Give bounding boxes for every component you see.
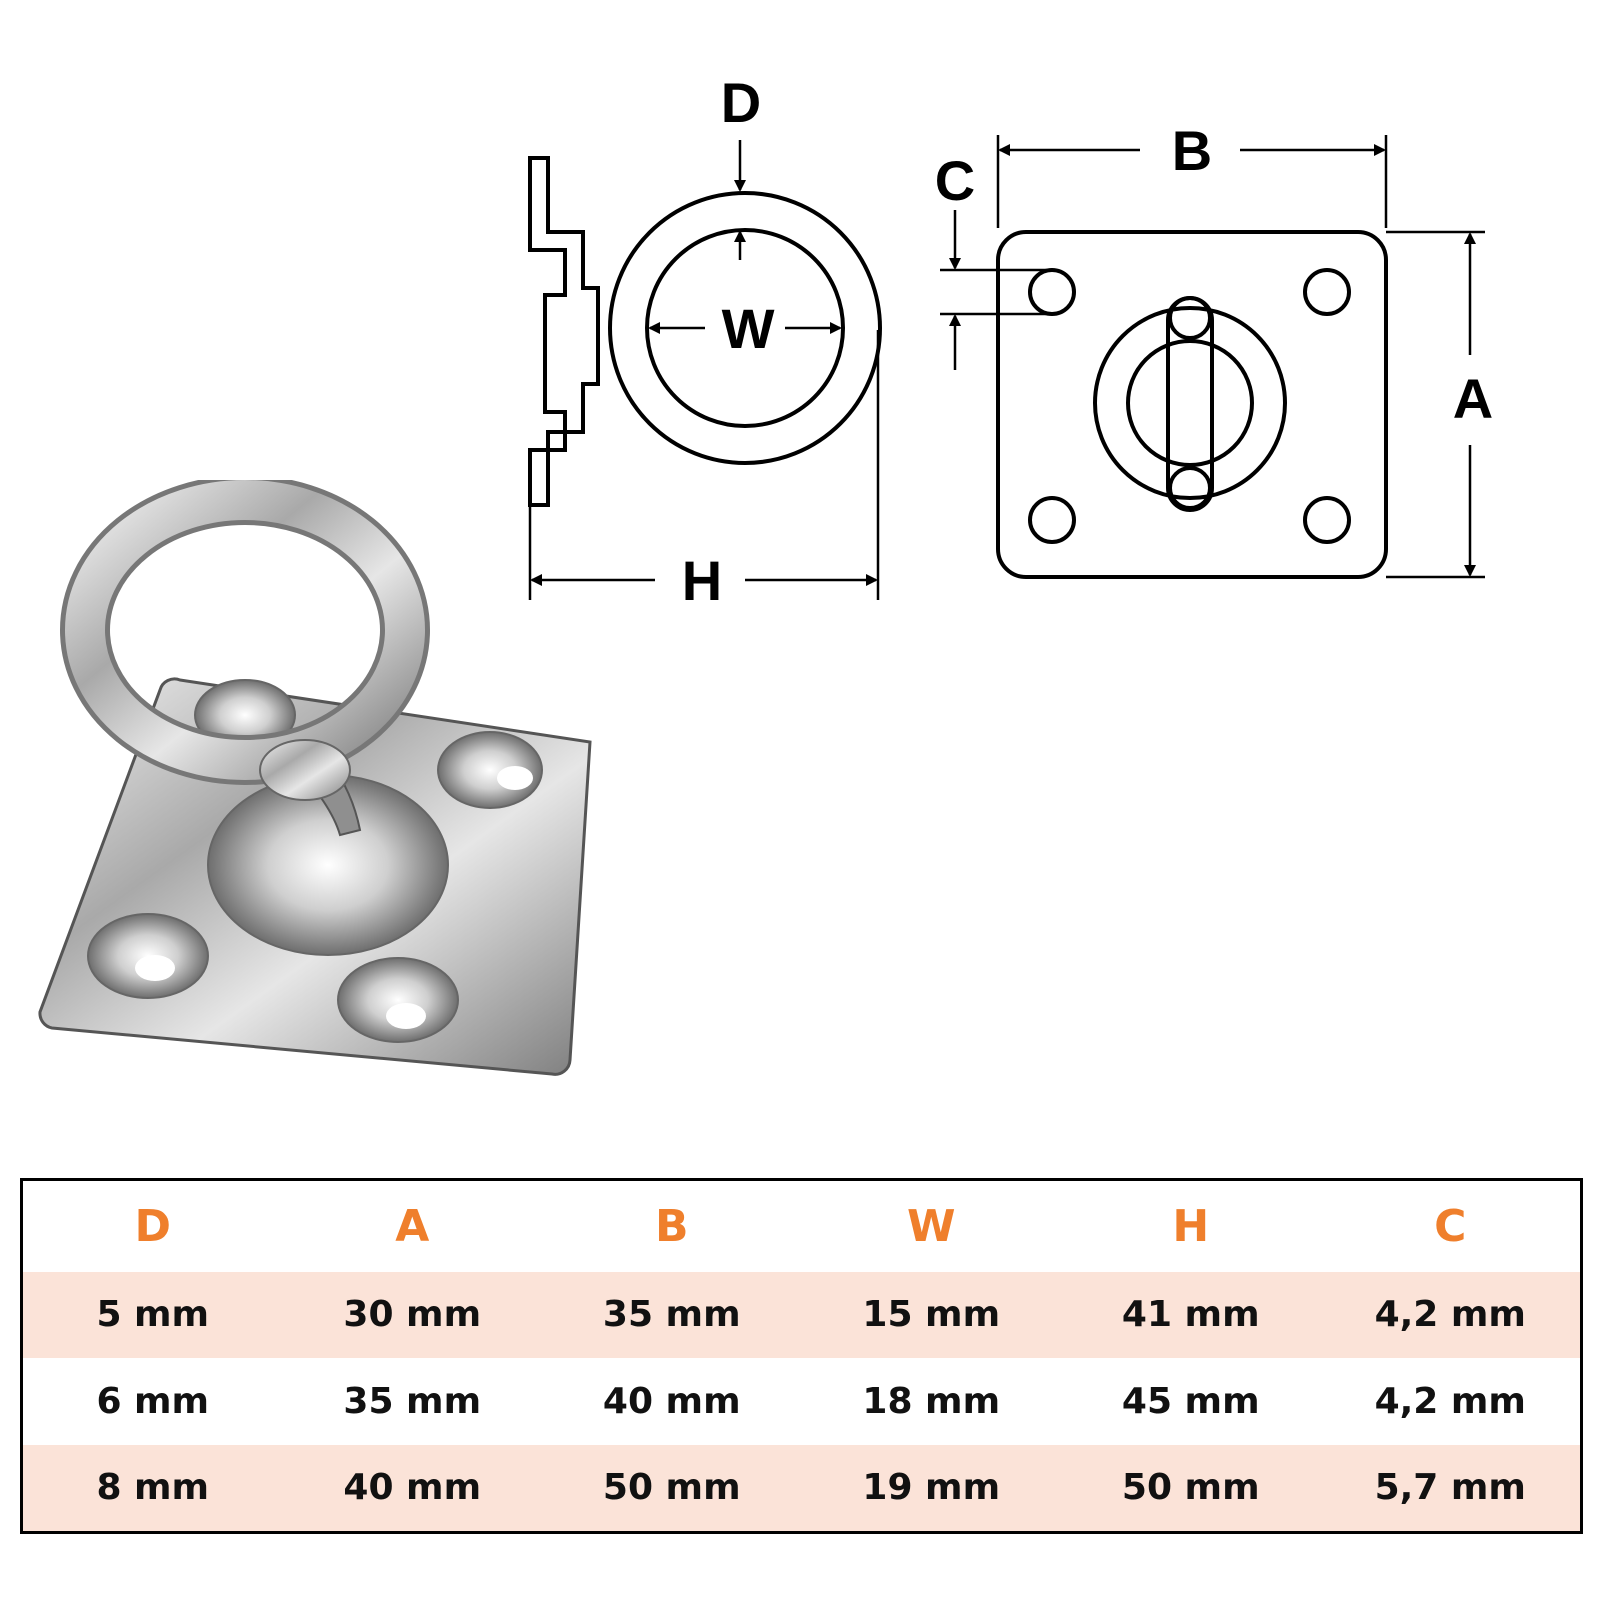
table-cell: 4,2 mm xyxy=(1374,1294,1526,1336)
label-w: W xyxy=(722,297,775,360)
table-cell: 5,7 mm xyxy=(1374,1467,1526,1509)
header-cell-c: C xyxy=(1434,1200,1467,1252)
table-cell: 35 mm xyxy=(343,1380,482,1422)
technical-drawing: W D H B A xyxy=(528,71,1493,612)
table-cell: 19 mm xyxy=(862,1467,1001,1509)
swivel-eye-plate-photo xyxy=(38,480,592,1076)
spec-table: D A B W H C 5 mm 30 mm 35 mm 15 mm 41 mm… xyxy=(20,1178,1583,1534)
table-cell: 5 mm xyxy=(96,1294,210,1336)
header-cell-a: A xyxy=(395,1200,430,1252)
table-cell: 40 mm xyxy=(602,1380,741,1422)
table-cell: 50 mm xyxy=(1121,1467,1260,1509)
header-cell-w: W xyxy=(906,1200,956,1252)
table-row: 5 mm 30 mm 35 mm 15 mm 41 mm 4,2 mm xyxy=(23,1271,1580,1359)
table-row: 6 mm 35 mm 40 mm 18 mm 45 mm 4,2 mm xyxy=(23,1358,1580,1444)
label-b: B xyxy=(1172,119,1212,182)
table-cell: 45 mm xyxy=(1121,1380,1260,1422)
table-cell: 41 mm xyxy=(1121,1294,1260,1336)
side-view: W D H xyxy=(528,71,882,612)
table-cell: 35 mm xyxy=(602,1294,741,1336)
table-cell: 15 mm xyxy=(862,1294,1001,1336)
table-cell: 8 mm xyxy=(96,1467,210,1509)
label-c: C xyxy=(935,149,975,212)
table-row: 8 mm 40 mm 50 mm 19 mm 50 mm 5,7 mm xyxy=(23,1444,1580,1531)
header-cell-d: D xyxy=(134,1200,172,1252)
label-a: A xyxy=(1453,367,1493,430)
table-cell: 40 mm xyxy=(343,1467,482,1509)
table-header-row: D A B W H C xyxy=(23,1181,1580,1272)
table-cell: 30 mm xyxy=(343,1294,482,1336)
header-cell-b: B xyxy=(654,1200,689,1252)
table-cell: 4,2 mm xyxy=(1374,1380,1526,1422)
table-cell: 50 mm xyxy=(602,1467,741,1509)
table-cell: 6 mm xyxy=(96,1380,210,1422)
label-h: H xyxy=(682,549,722,612)
header-cell-h: H xyxy=(1172,1200,1210,1252)
label-d: D xyxy=(721,71,761,134)
table-cell: 18 mm xyxy=(862,1380,1001,1422)
top-view: B A C xyxy=(935,119,1493,579)
